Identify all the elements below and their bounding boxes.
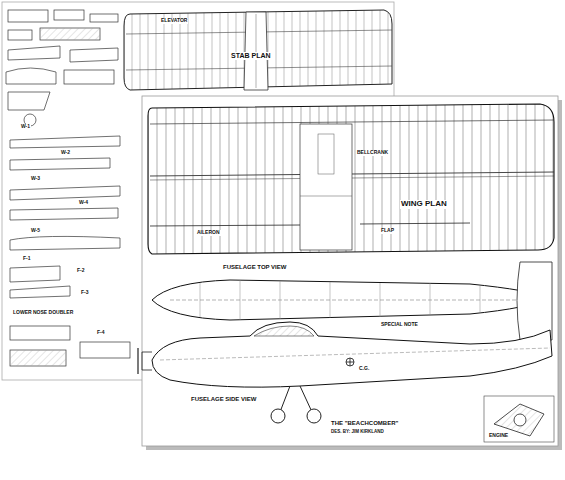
part-name: BELLCRANK [356, 150, 389, 156]
view-title: FUSELAGE TOP VIEW [222, 264, 287, 271]
view-title: WING PLAN [400, 200, 448, 209]
part-name: F-2 [76, 268, 86, 274]
part-name: W-2 [60, 150, 71, 156]
part-name: W-4 [78, 200, 89, 206]
part-name: F-3 [80, 290, 90, 296]
part-name: FLAP [380, 228, 395, 234]
part-name: F-4 [96, 330, 106, 336]
part-name: SPECIAL NOTE [380, 322, 419, 328]
part-name: DES. BY: JIM KIRKLAND [330, 430, 385, 435]
view-title: FUSELAGE SIDE VIEW [190, 396, 257, 403]
part-name: F-1 [22, 256, 32, 262]
view-title: STAB PLAN [230, 52, 272, 60]
part-name: ELEVATOR [160, 18, 188, 24]
view-title: THE "BEACHCOMBER" [330, 420, 399, 427]
part-name: W-3 [30, 176, 41, 182]
part-name: ENGINE [488, 433, 509, 439]
part-name: C.G. [358, 366, 370, 372]
part-name: AILERON [196, 230, 221, 236]
part-name: LOWER NOSE DOUBLER [12, 310, 74, 316]
part-name: W-1 [20, 124, 31, 130]
part-name: W-5 [30, 228, 41, 234]
